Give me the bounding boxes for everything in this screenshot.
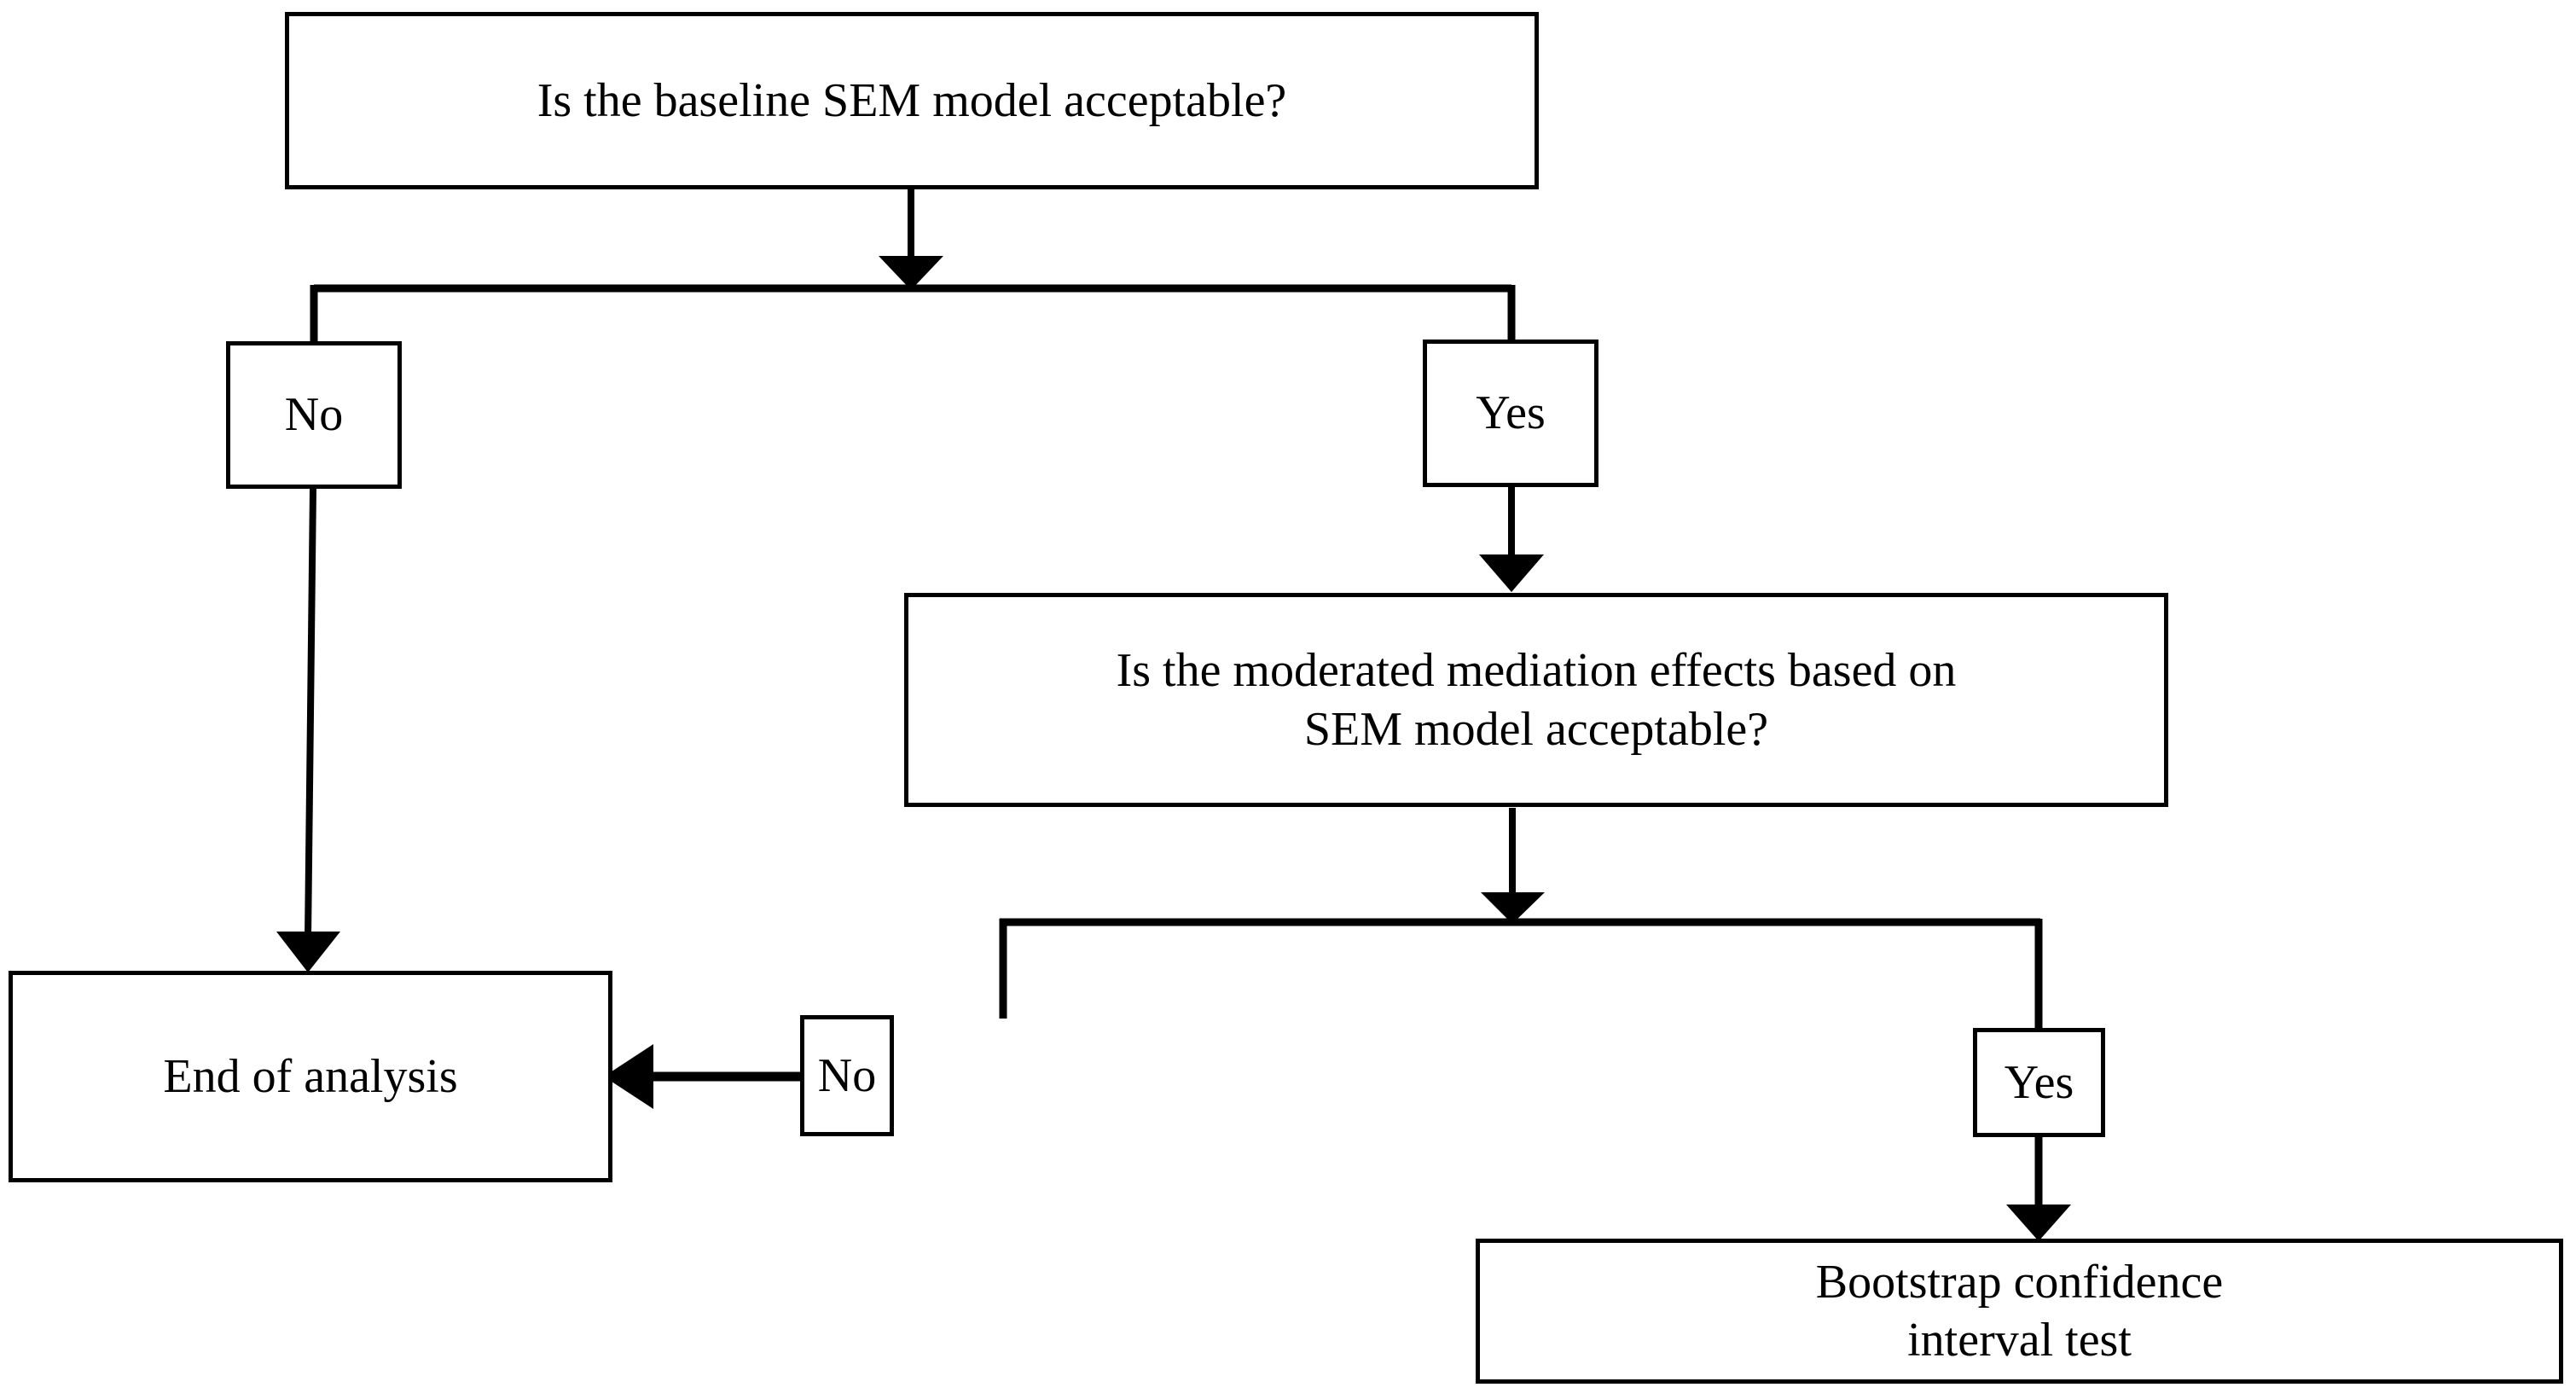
node-baseline-question[interactable]: Is the baseline SEM model acceptable? (285, 12, 1539, 189)
edge-no2-to-end (604, 1044, 800, 1109)
node-branch1-yes[interactable]: Yes (1423, 340, 1598, 487)
split-bar-1 (310, 284, 1516, 345)
split-bar-2 (999, 918, 2043, 1031)
edge-no-to-end (276, 488, 340, 972)
node-branch2-no[interactable]: No (800, 1015, 894, 1136)
node-end-of-analysis[interactable]: End of analysis (9, 971, 612, 1182)
node-bootstrap-test[interactable]: Bootstrap confidence interval test (1476, 1239, 2563, 1384)
edge-yes-to-mediation (1479, 487, 1544, 592)
edge-yes2-to-bootstrap (2006, 1137, 2071, 1241)
node-branch2-yes[interactable]: Yes (1973, 1028, 2105, 1137)
node-branch2-yes-label: Yes (2004, 1055, 2074, 1109)
node-branch2-no-label: No (817, 1048, 877, 1102)
node-branch1-yes-label: Yes (1476, 386, 1546, 440)
node-branch1-no[interactable]: No (226, 341, 402, 489)
node-moderated-mediation-question[interactable]: Is the moderated mediation effects based… (904, 593, 2168, 807)
node-end-of-analysis-label: End of analysis (163, 1049, 458, 1103)
node-moderated-mediation-question-label: Is the moderated mediation effects based… (1116, 644, 1957, 756)
node-bootstrap-test-label: Bootstrap confidence interval test (1815, 1255, 2224, 1367)
node-baseline-question-label: Is the baseline SEM model acceptable? (537, 73, 1287, 127)
edge-mediation-to-split (1481, 808, 1545, 924)
node-branch1-no-label: No (284, 388, 344, 442)
edge-baseline-to-split (879, 189, 943, 290)
